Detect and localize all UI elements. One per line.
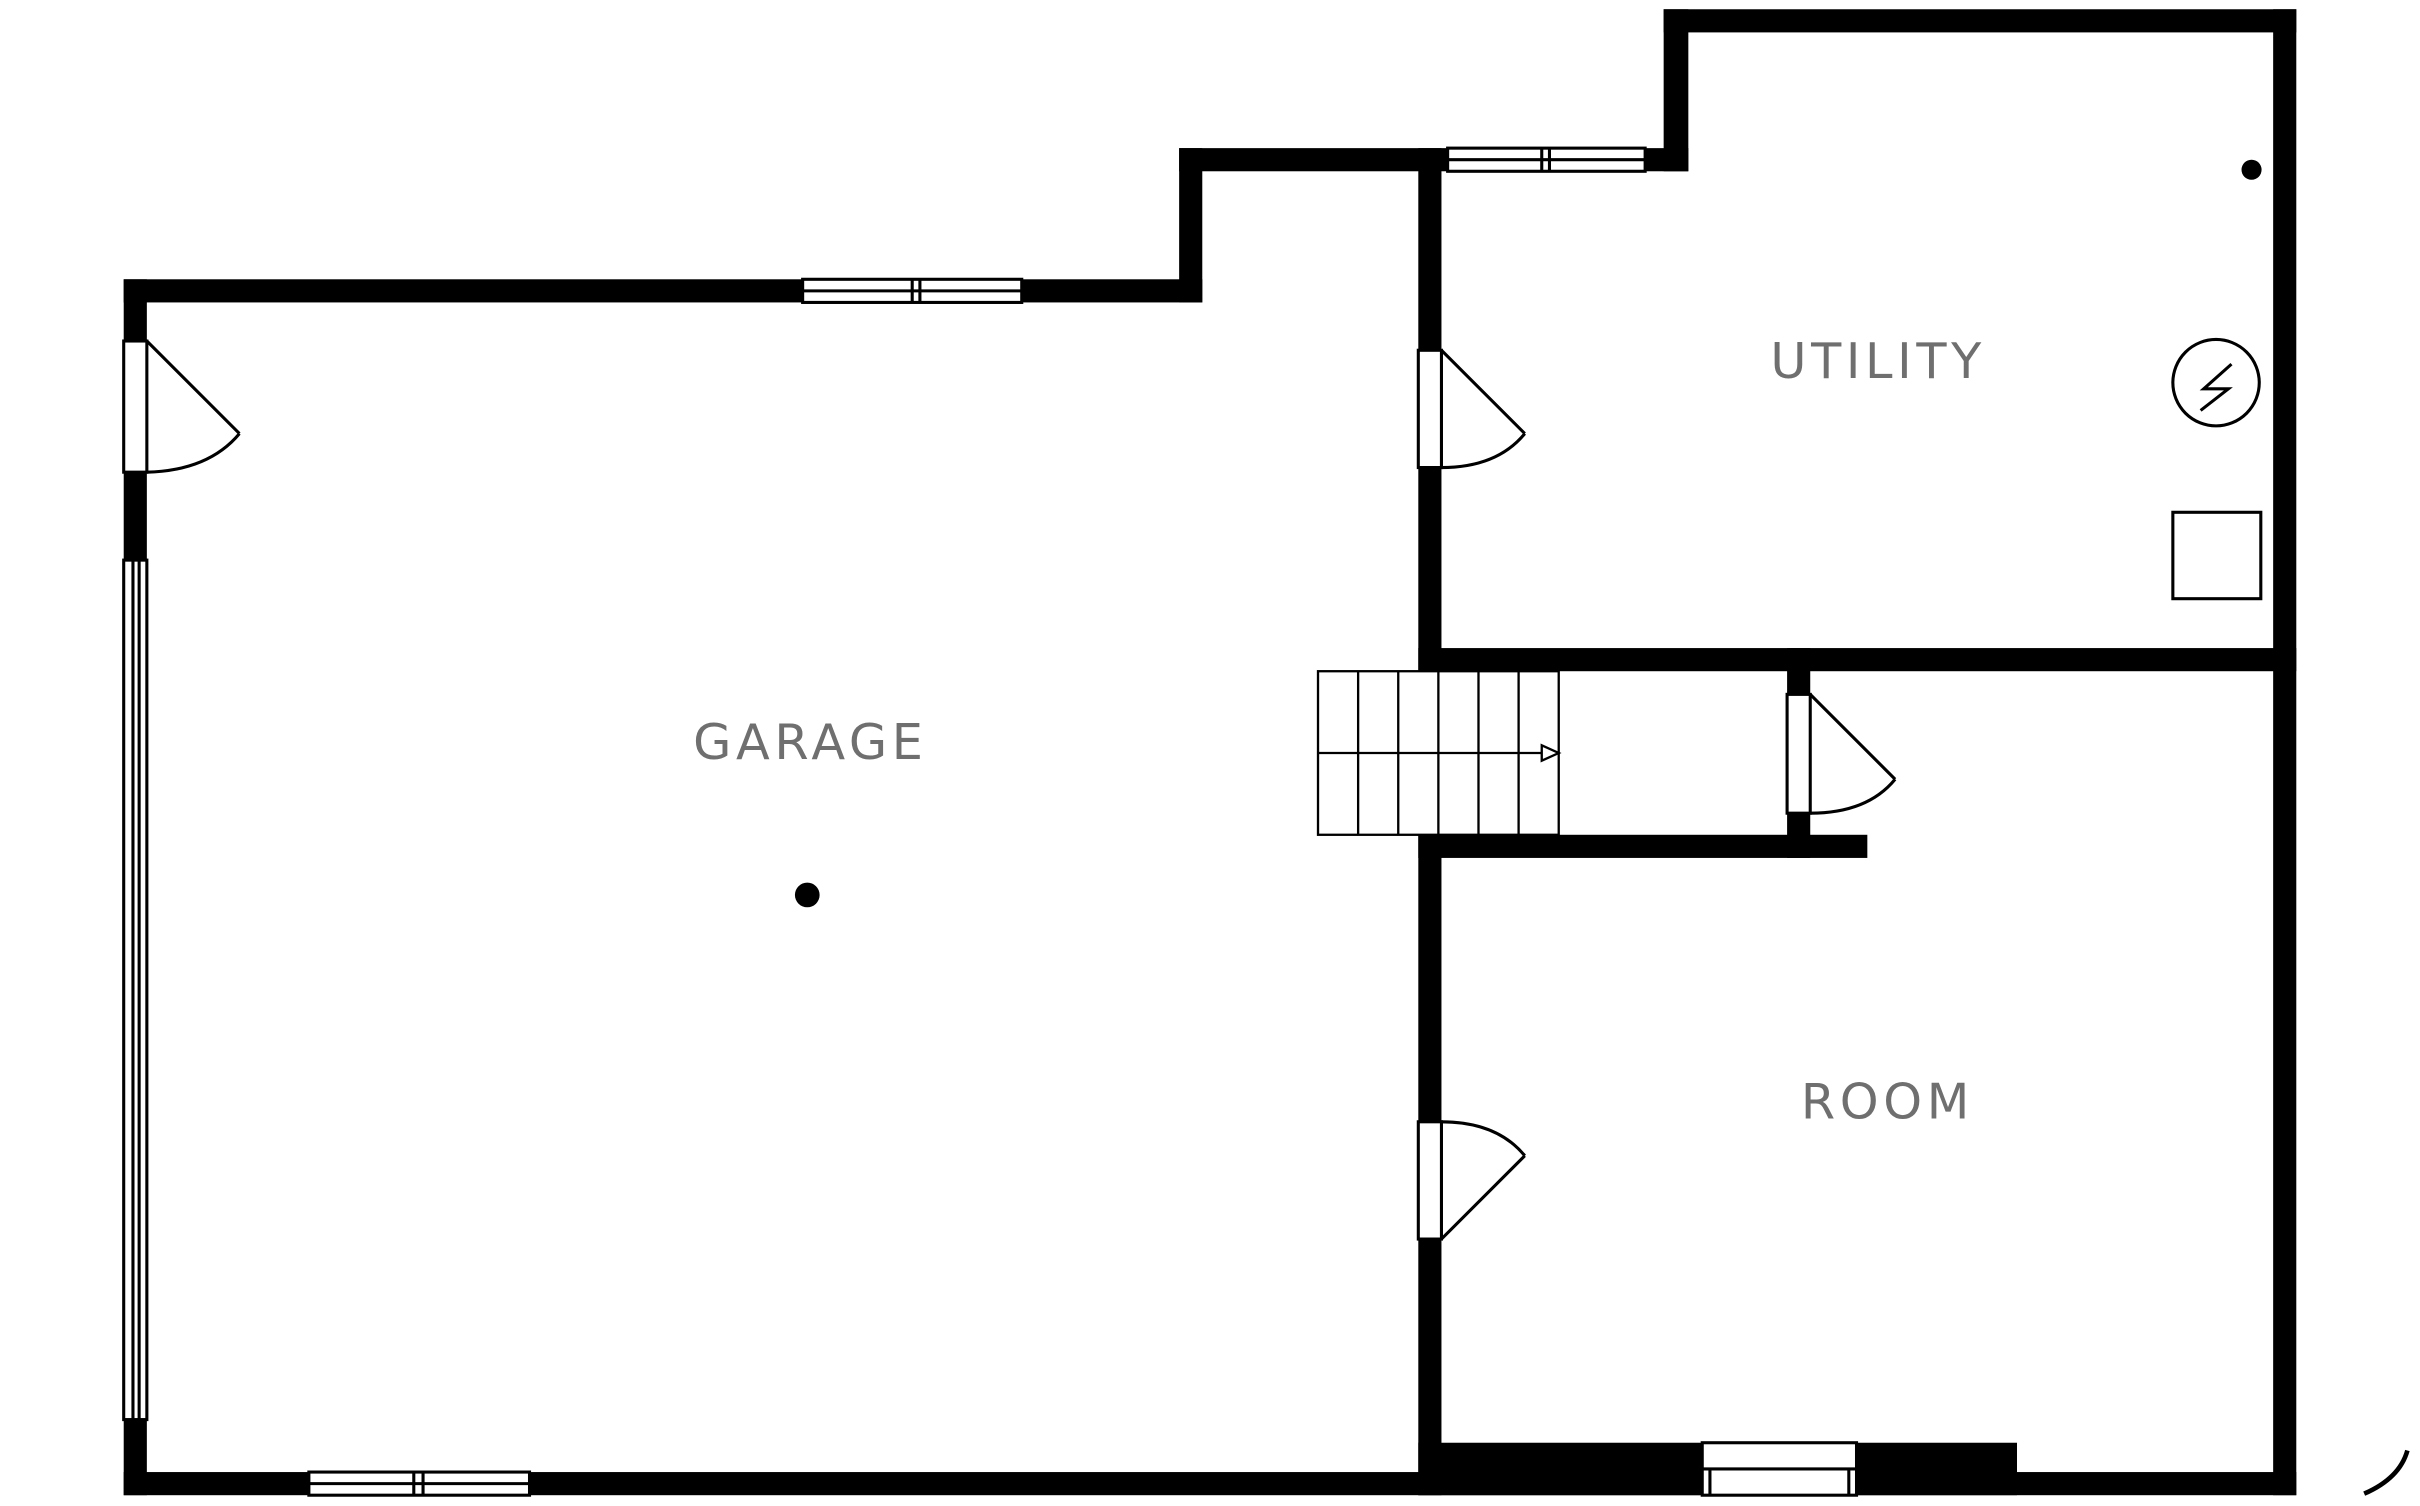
window-top-middle xyxy=(1446,146,1647,173)
room-label-utility: UTILITY xyxy=(1770,332,1986,390)
door-room-garage xyxy=(1416,1120,1526,1241)
staircase xyxy=(1316,670,1562,836)
garage-door-opening xyxy=(122,558,149,1422)
door-garage-left xyxy=(122,339,241,474)
electrical-panel-icon xyxy=(2171,337,2261,428)
window-bottom-garage xyxy=(307,1470,532,1497)
room-label-garage: GARAGE xyxy=(693,713,927,771)
room-label-room: ROOM xyxy=(1801,1073,1974,1131)
window-bottom-room xyxy=(1700,1441,1859,1497)
walls xyxy=(123,9,2297,1496)
door-room-hall xyxy=(1785,692,1897,815)
square-appliance-icon xyxy=(2171,510,2263,601)
window-top-garage xyxy=(801,277,1024,304)
ceiling-light-dot-icon xyxy=(2241,159,2262,180)
corner-arc-icon xyxy=(2363,1449,2410,1496)
ceiling-light-dot-icon xyxy=(794,882,820,908)
stair-arrow-icon xyxy=(1540,743,1562,763)
door-utility xyxy=(1416,348,1526,470)
